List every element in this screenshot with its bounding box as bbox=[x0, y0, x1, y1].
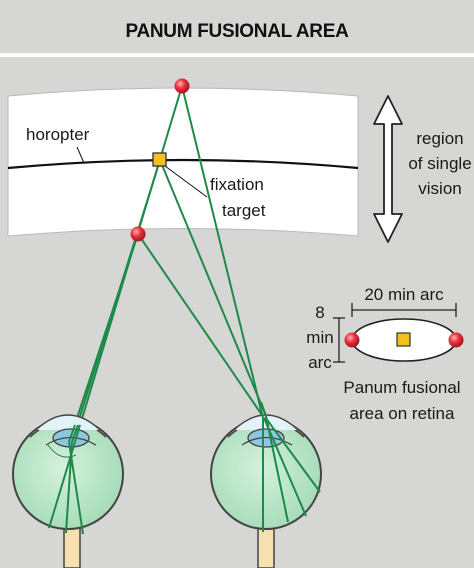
ray-near-left bbox=[68, 233, 139, 443]
right-lens-ray-b bbox=[260, 401, 267, 417]
region-label-3: vision bbox=[418, 179, 461, 198]
left-lens-ray-b bbox=[71, 424, 79, 443]
left-inner-ray-c bbox=[68, 441, 84, 535]
region-label-1: region bbox=[416, 129, 463, 148]
caption-line-2: area on retina bbox=[350, 404, 455, 423]
ray-far-right bbox=[181, 85, 264, 419]
horopter-leader bbox=[76, 146, 85, 164]
single-vision-band bbox=[7, 87, 359, 237]
far-point bbox=[174, 78, 190, 94]
left-eyelid-upper bbox=[35, 414, 101, 431]
right-eye bbox=[210, 414, 322, 568]
panum-target bbox=[396, 332, 411, 347]
fixation-label-2: target bbox=[222, 201, 266, 220]
left-lens-ray-a bbox=[74, 424, 81, 443]
left-optic-nerve bbox=[63, 527, 81, 568]
double-arrow-icon bbox=[373, 95, 403, 243]
right-lens-ray-a bbox=[258, 401, 264, 419]
right-optic-nerve bbox=[257, 527, 275, 568]
right-inner-ray-d bbox=[264, 416, 321, 493]
width-label: 20 min arc bbox=[364, 285, 444, 304]
left-iris-shade bbox=[47, 444, 77, 458]
caption-line-1: Panum fusional bbox=[343, 378, 460, 397]
horopter-line bbox=[7, 158, 359, 170]
left-lens-ray-c bbox=[68, 424, 76, 443]
page-title: PANUM FUSIONAL AREA bbox=[125, 21, 349, 42]
ray-near-right bbox=[137, 233, 265, 419]
title-bar bbox=[0, 0, 474, 54]
fixation-target bbox=[152, 152, 167, 167]
horopter-label: horopter bbox=[26, 125, 90, 144]
rays-inside-eyes bbox=[48, 401, 321, 535]
near-point bbox=[130, 226, 146, 242]
region-label-2: of single bbox=[408, 154, 471, 173]
right-iris bbox=[241, 436, 293, 446]
right-inner-ray-c bbox=[263, 417, 307, 517]
ray-fix-right bbox=[159, 159, 267, 417]
panum-left-point bbox=[344, 332, 360, 348]
panum-right-point bbox=[448, 332, 464, 348]
height-label-unit-1: min bbox=[306, 328, 333, 347]
fixation-leader bbox=[164, 165, 208, 198]
fixation-label-1: fixation bbox=[210, 175, 264, 194]
height-label-number: 8 bbox=[315, 303, 324, 322]
height-label-unit-2: arc bbox=[308, 353, 332, 372]
